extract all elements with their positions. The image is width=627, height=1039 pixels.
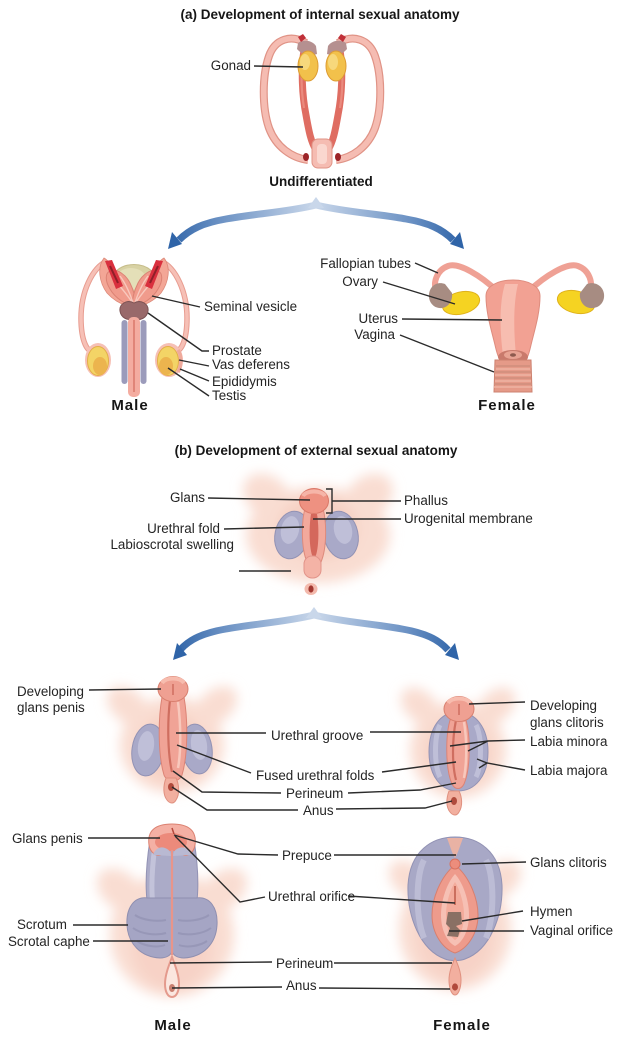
svg-text:Perineum: Perineum bbox=[276, 956, 333, 971]
svg-text:Vagina: Vagina bbox=[354, 327, 395, 342]
svg-text:Urethral groove: Urethral groove bbox=[271, 728, 363, 743]
svg-text:Male: Male bbox=[111, 397, 148, 414]
svg-text:Urethral orifice: Urethral orifice bbox=[268, 889, 355, 904]
svg-text:Developing: Developing bbox=[530, 698, 597, 713]
svg-text:Labioscrotal swelling: Labioscrotal swelling bbox=[110, 537, 234, 552]
svg-text:Testis: Testis bbox=[212, 388, 247, 403]
svg-text:Glans clitoris: Glans clitoris bbox=[530, 855, 607, 870]
svg-text:Glans: Glans bbox=[170, 490, 205, 505]
svg-text:Female: Female bbox=[433, 1017, 491, 1034]
svg-text:Labia majora: Labia majora bbox=[530, 763, 608, 778]
svg-text:Glans penis: Glans penis bbox=[12, 831, 83, 846]
svg-text:Hymen: Hymen bbox=[530, 904, 572, 919]
svg-text:Phallus: Phallus bbox=[404, 493, 448, 508]
svg-text:Seminal vesicle: Seminal vesicle bbox=[204, 299, 297, 314]
svg-text:Undifferentiated: Undifferentiated bbox=[269, 174, 373, 189]
svg-text:Anus: Anus bbox=[286, 978, 317, 993]
svg-text:Fused urethral folds: Fused urethral folds bbox=[256, 768, 375, 783]
svg-text:Prostate: Prostate bbox=[212, 343, 262, 358]
svg-text:Developing: Developing bbox=[17, 684, 84, 699]
svg-text:Urogenital membrane: Urogenital membrane bbox=[404, 511, 533, 526]
svg-text:Anus: Anus bbox=[303, 803, 334, 818]
svg-text:Fallopian tubes: Fallopian tubes bbox=[320, 256, 411, 271]
svg-text:(b) Development of external se: (b) Development of external sexual anato… bbox=[175, 443, 458, 458]
svg-text:Female: Female bbox=[478, 397, 536, 414]
svg-text:glans clitoris: glans clitoris bbox=[530, 715, 604, 730]
svg-text:Scrotal caphe: Scrotal caphe bbox=[8, 934, 90, 949]
svg-text:(a) Development of internal se: (a) Development of internal sexual anato… bbox=[180, 7, 460, 22]
svg-text:Scrotum: Scrotum bbox=[17, 917, 67, 932]
svg-text:Labia minora: Labia minora bbox=[530, 734, 608, 749]
svg-text:Uterus: Uterus bbox=[359, 311, 399, 326]
svg-text:glans penis: glans penis bbox=[17, 700, 85, 715]
svg-text:Male: Male bbox=[154, 1017, 191, 1034]
svg-text:Vaginal orifice: Vaginal orifice bbox=[530, 923, 613, 938]
svg-text:Epididymis: Epididymis bbox=[212, 374, 277, 389]
svg-text:Prepuce: Prepuce bbox=[282, 848, 332, 863]
svg-text:Urethral fold: Urethral fold bbox=[147, 521, 220, 536]
svg-text:Gonad: Gonad bbox=[211, 58, 251, 73]
svg-text:Vas deferens: Vas deferens bbox=[212, 357, 290, 372]
svg-text:Ovary: Ovary bbox=[342, 274, 378, 289]
svg-text:Perineum: Perineum bbox=[286, 786, 343, 801]
